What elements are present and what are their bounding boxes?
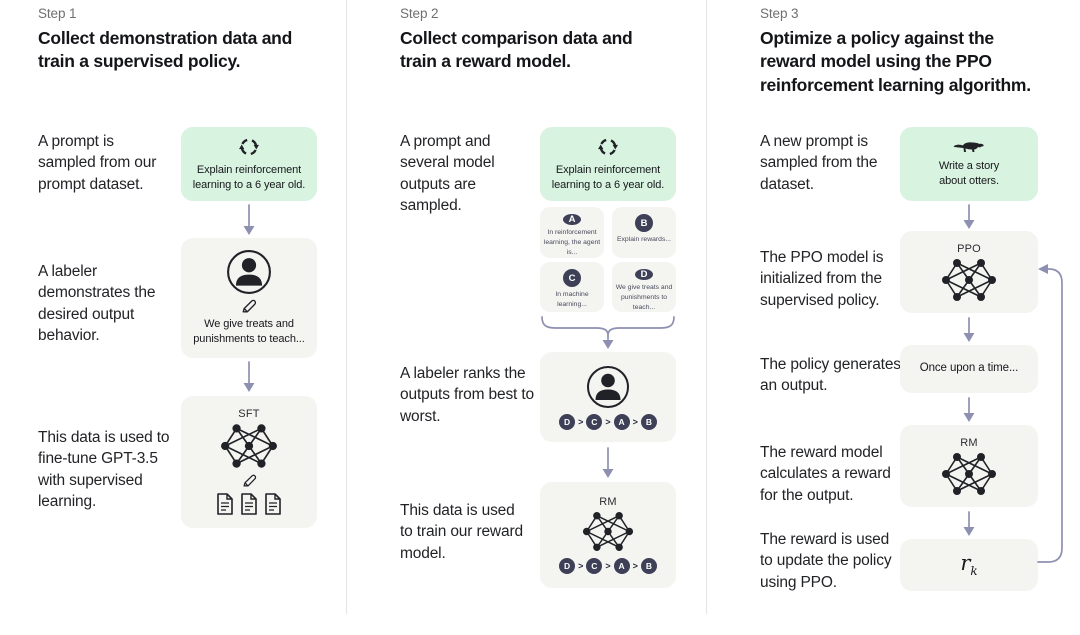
network-icon: [941, 258, 997, 302]
step3-caption-reward: The reward is used to update the policy …: [760, 531, 892, 591]
rm-model-label: RM: [960, 436, 978, 449]
cycle-icon: [238, 136, 260, 158]
ranking-row: D > C > A > B: [559, 413, 657, 430]
person-icon: [226, 249, 272, 295]
sft-model-label: SFT: [238, 408, 260, 420]
network-icon: [582, 511, 634, 552]
step1-prompt-box: Explain reinforcement learning to a 6 ye…: [181, 127, 317, 201]
step1-label: Step 1: [38, 6, 77, 21]
feedback-loop-arrow: [1037, 264, 1063, 563]
step2-title: Collect comparison data and train a rewa…: [400, 28, 633, 72]
step3-rm-box: RM: [900, 425, 1038, 507]
rank-badge: D: [559, 558, 576, 574]
step1-sft-box: SFT: [181, 396, 317, 528]
rank-badge: D: [559, 413, 576, 430]
step2-prompt-box: Explain reinforcement learning to a 6 ye…: [540, 127, 676, 201]
step3-prompt-box: Write a story about otters.: [900, 127, 1038, 201]
step3-caption-ppo: The PPO model is initialized from the su…: [760, 249, 884, 309]
step1-caption-prompt: A prompt is sampled from our prompt data…: [38, 133, 157, 193]
rank-separator: >: [605, 561, 611, 571]
output-badge-a: A: [563, 214, 581, 225]
step1-caption-labeler: A labeler demonstrates the desired outpu…: [38, 263, 156, 345]
step3-label: Step 3: [760, 6, 799, 21]
pencil-icon: [242, 473, 257, 488]
down-arrow: [963, 397, 975, 422]
output-card-c: C In machine learning...: [540, 262, 604, 312]
otter-icon: [953, 140, 985, 154]
step3-output-box: Once upon a time...: [900, 345, 1038, 393]
step2-label: Step 2: [400, 6, 439, 21]
down-arrow: [602, 447, 614, 478]
rank-badge: A: [613, 558, 630, 574]
column-divider: [706, 0, 707, 614]
rank-separator: >: [578, 416, 584, 427]
person-icon: [586, 365, 630, 409]
step2-rm-box: RM D > C > A > B: [540, 482, 676, 588]
cycle-icon: [597, 136, 619, 158]
step1-labeler-box: We give treats and punishments to teach.…: [181, 238, 317, 358]
output-badge-d: D: [635, 269, 653, 280]
output-badge-c: C: [563, 269, 581, 287]
output-card-d: D We give treats and punishments to teac…: [612, 262, 676, 312]
output-text-b: Explain rewards...: [616, 236, 672, 243]
step3-output-text: Once upon a time...: [919, 362, 1019, 375]
rank-badge: B: [640, 413, 657, 430]
step1-prompt-text: Explain reinforcement learning to a 6 ye…: [192, 163, 306, 191]
output-badge-b: B: [635, 214, 653, 232]
pencil-icon: [241, 298, 257, 314]
step2-caption-rank: A labeler ranks the outputs from best to…: [400, 365, 534, 425]
column-divider: [346, 0, 347, 614]
documents-icon: [215, 492, 283, 516]
step3-caption-output: The policy generates an output.: [760, 356, 901, 395]
reward-symbol: rk: [960, 551, 978, 579]
ranking-row: D > C > A > B: [559, 558, 657, 574]
step1-caption-finetune: This data is used to fine-tune GPT-3.5 w…: [38, 429, 170, 511]
rank-separator: >: [632, 416, 638, 427]
rank-separator: >: [605, 416, 611, 427]
step2-prompt-text: Explain reinforcement learning to a 6 ye…: [551, 163, 665, 191]
network-icon: [220, 423, 278, 469]
down-arrow: [963, 511, 975, 536]
output-card-b: B Explain rewards...: [612, 207, 676, 258]
output-text-a: In reinforcement learning, the agent is.…: [543, 229, 601, 257]
down-arrow: [963, 204, 975, 229]
rank-badge: B: [640, 558, 657, 574]
rm-model-label: RM: [599, 496, 617, 508]
step3-title: Optimize a policy against the reward mod…: [760, 28, 1031, 95]
step3-caption-rm: The reward model calculates a reward for…: [760, 444, 891, 504]
brace-arrow: [541, 316, 675, 349]
down-arrow: [963, 317, 975, 342]
step1-title: Collect demonstration data and train a s…: [38, 28, 293, 72]
step2-caption-sampled: A prompt and several model outputs are s…: [400, 133, 495, 215]
rank-badge: C: [586, 413, 603, 430]
rank-separator: >: [632, 561, 638, 571]
step1-labeler-text: We give treats and punishments to teach.…: [193, 318, 305, 345]
output-text-d: We give treats and punishments to teach.…: [615, 284, 673, 312]
step3-caption-prompt: A new prompt is sampled from the dataset…: [760, 133, 878, 193]
rank-separator: >: [578, 561, 584, 571]
rank-badge: A: [613, 413, 630, 430]
step3-ppo-box: PPO: [900, 231, 1038, 313]
network-icon: [941, 452, 997, 496]
step3-reward-box: rk: [900, 539, 1038, 591]
step2-caption-train: This data is used to train our reward mo…: [400, 502, 523, 562]
down-arrow: [243, 204, 255, 235]
step2-rank-box: D > C > A > B: [540, 352, 676, 442]
output-text-c: In machine learning...: [555, 291, 589, 309]
rank-badge: C: [586, 558, 603, 574]
down-arrow: [243, 361, 255, 392]
step3-prompt-text: Write a story about otters.: [938, 159, 1000, 187]
ppo-model-label: PPO: [957, 242, 981, 255]
output-card-a: A In reinforcement learning, the agent i…: [540, 207, 604, 258]
